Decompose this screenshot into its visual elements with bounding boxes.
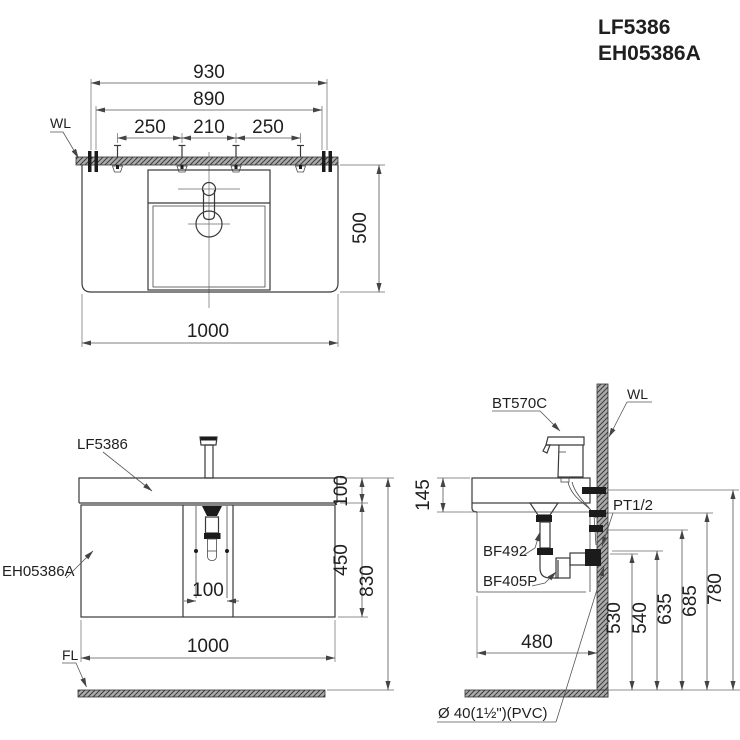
dim-780-label: 780 [705, 573, 726, 605]
wall-line-label-side: WL [627, 386, 648, 402]
dim-210-label: 210 [193, 117, 225, 138]
dim-930-label: 930 [193, 62, 225, 83]
bolt [294, 144, 307, 173]
faucet-callout-label: BT570C [492, 395, 547, 412]
cabinet-callout-label: EH05386A [2, 563, 75, 580]
floor-line-label: FL [62, 647, 79, 663]
wall-section-bar [75, 156, 339, 166]
model-number-1: LF5386 [598, 16, 670, 39]
faucet-cap-front [200, 437, 217, 441]
drain-note-label: Ø 40(1½")(PVC) [438, 705, 548, 722]
drain-pipe-front [204, 516, 220, 534]
wall-mount-bolt [582, 487, 606, 494]
basin-side-lip [471, 503, 478, 513]
floor-line-leader [62, 662, 87, 688]
basin-callout-label: LF5386 [77, 436, 128, 453]
faucet-outlet [560, 476, 570, 483]
dim-100-basin-label: 100 [331, 475, 352, 507]
dim-890-label: 890 [193, 89, 225, 110]
dim-1000-front-label: 1000 [187, 636, 229, 657]
dim-480-label: 480 [521, 632, 553, 653]
front-view: 100 LF5386 EH05386A 100 450 830 1000 FL [2, 436, 394, 698]
dim-635-label: 635 [655, 593, 676, 625]
drain-coupling-top [536, 515, 552, 522]
cabinet-callout-leader [65, 550, 94, 579]
faucet-spout-top [201, 181, 217, 197]
trap-callout-label: BF492 [483, 543, 527, 560]
wall-line-label-top: WL [50, 115, 71, 131]
title-block: LF5386 EH05386A [598, 16, 701, 65]
supply-fitting-upper [589, 510, 606, 517]
dim-530-label: 530 [604, 602, 625, 634]
waste-callout-leader [531, 571, 557, 587]
drain-pipe-side [539, 521, 551, 549]
waste-callout-label: BF405P [483, 573, 537, 590]
countertop-outline [81, 165, 339, 293]
wall-line-leader-side [608, 401, 628, 438]
faucet-body-side [557, 444, 584, 478]
faucet-stem-front [204, 444, 214, 479]
wall-drain-flange [585, 549, 601, 566]
dim-145-label: 145 [413, 479, 434, 511]
supply-fitting-lower [589, 525, 603, 532]
wall-section-bar-side [596, 383, 609, 698]
basin-bowl-top [152, 205, 266, 288]
cabinet-front-outline [80, 504, 336, 618]
faucet-body-top [202, 190, 216, 221]
bolt [111, 144, 124, 173]
trap-callout-leader [523, 531, 541, 556]
faucet-callout-leader [492, 410, 561, 432]
faucet-handle-tip [542, 444, 551, 454]
side-view: WL BT570C [413, 383, 740, 723]
hose-connector-right [225, 549, 229, 553]
drain-funnel-side [528, 502, 560, 516]
drain-elbow-side [539, 555, 559, 579]
drain-note-leader [555, 566, 605, 723]
dim-1000-top-label: 1000 [187, 321, 229, 342]
trap-nut [555, 557, 571, 579]
drain-elbow-front [207, 551, 217, 561]
basin-callout-leader [102, 451, 153, 492]
dim-250-left-label: 250 [134, 117, 166, 138]
plumbing-side [528, 481, 606, 579]
dim-540-label: 540 [630, 602, 651, 634]
waste-pipe-horizontal [569, 552, 588, 566]
basin-side-outline [471, 477, 591, 504]
wall-anchors [88, 151, 332, 172]
basin-outline-top [147, 169, 271, 291]
supply-callout-label: PT1/2 [613, 497, 653, 514]
floor-section-bar-side [464, 689, 609, 698]
drain-funnel-front [202, 506, 222, 516]
dim-450-label: 450 [331, 544, 352, 576]
drain-coupling-front [204, 533, 221, 539]
top-view: 930 890 250 210 250 WL 500 1000 [50, 62, 385, 347]
supply-callout-leader [601, 512, 614, 547]
wall-line-leader-top [50, 131, 79, 159]
drain-tail-front [207, 538, 217, 552]
model-number-2: EH05386A [598, 42, 701, 65]
dim-250-right-label: 250 [252, 117, 284, 138]
faucet-side [542, 436, 585, 483]
faucet-lever-side [545, 436, 585, 446]
floor-section-bar-front [77, 689, 326, 698]
basin-front-outline [78, 477, 338, 503]
hose-connector-left [194, 549, 198, 553]
dim-100-drain-label: 100 [192, 580, 224, 601]
dim-500-label: 500 [350, 212, 371, 244]
faucet-mount-hole [195, 210, 223, 238]
dim-830-label: 830 [357, 565, 378, 597]
dim-685-label: 685 [680, 585, 701, 617]
drain-coupling-bottom [537, 548, 553, 555]
